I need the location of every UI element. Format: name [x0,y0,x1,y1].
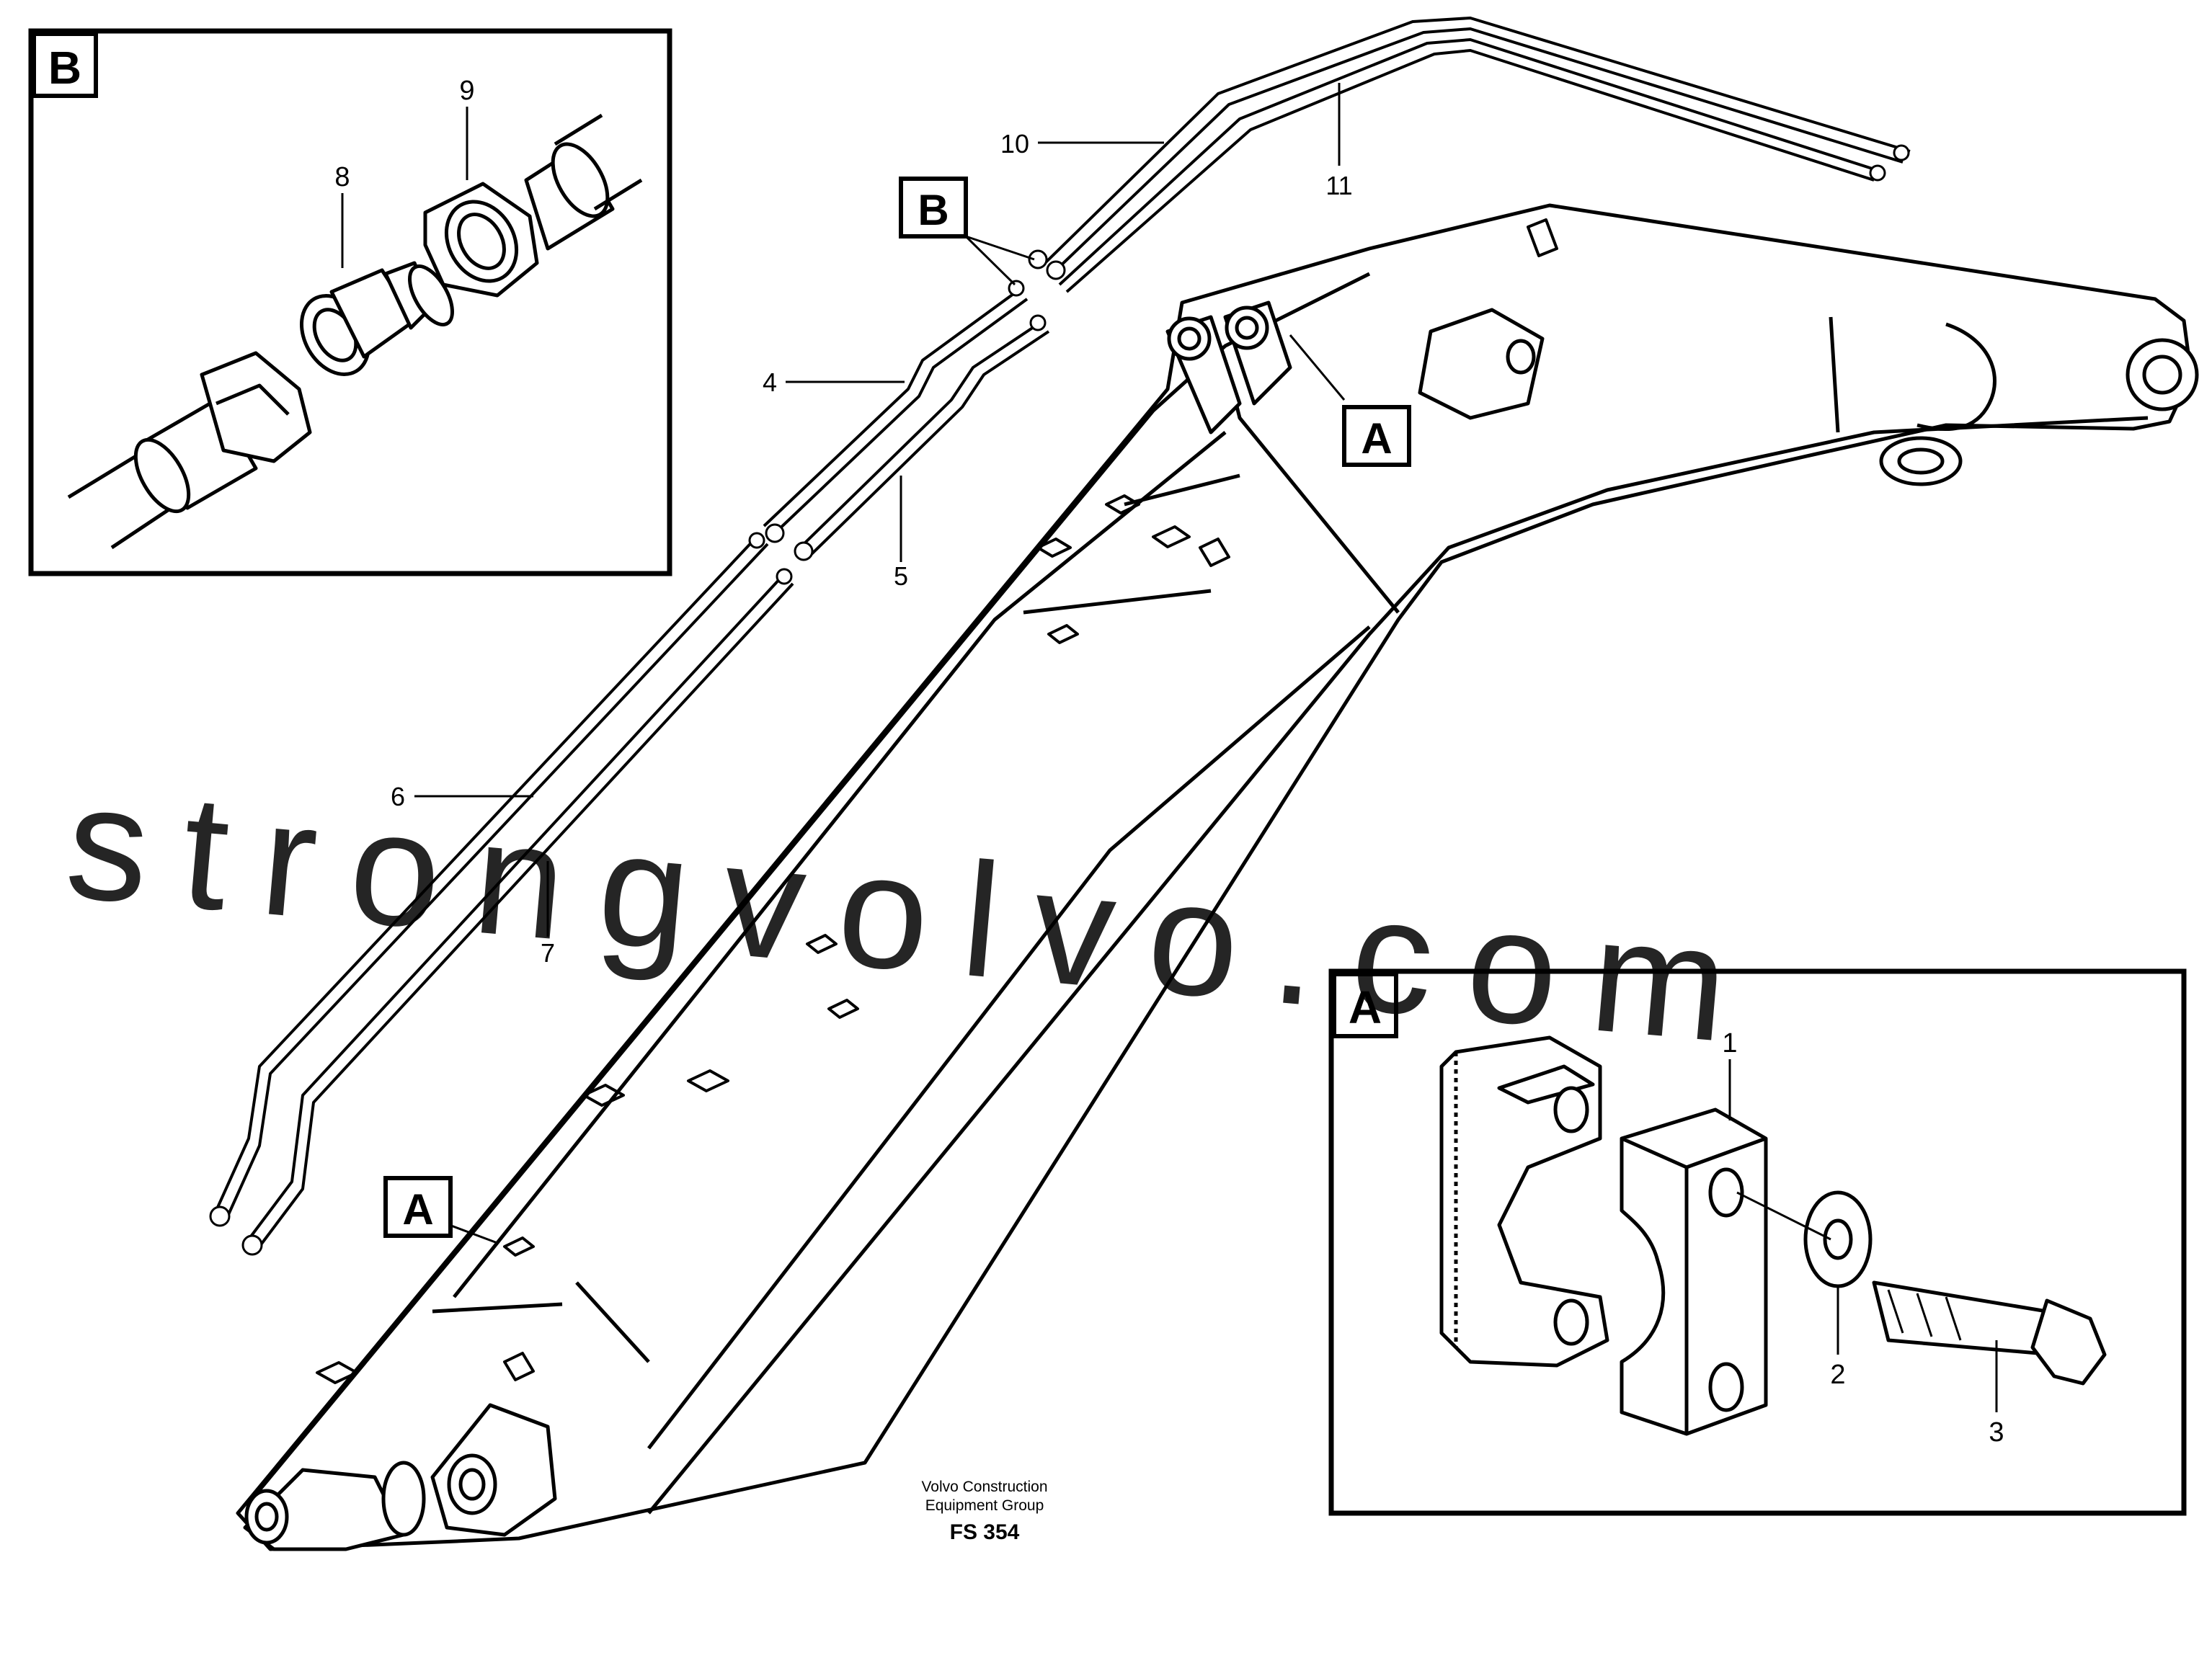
svg-text:A: A [402,1185,433,1234]
footer-line1: Volvo Construction [921,1479,1047,1495]
callout-11: 11 [1325,171,1352,200]
callout-5: 5 [894,561,908,591]
view-tag-b: B [899,177,968,239]
clamp-assembly-drawing [1439,1035,2107,1436]
hydraulic-lines [209,17,1911,1256]
footer-line2: Equipment Group [925,1497,1044,1514]
callout-7: 7 [541,938,555,968]
main-leaders [414,83,1346,1244]
callout-6: 6 [391,782,405,811]
footer-code: FS 354 [950,1520,1020,1544]
view-tag-a-upper: A [1342,405,1411,467]
callout-10: 10 [1000,129,1029,159]
svg-text:A: A [1361,414,1392,463]
svg-text:B: B [918,186,949,234]
callout-4: 4 [763,367,777,397]
hose-fitting-drawing [67,113,643,550]
callout-1: 1 [1722,1028,1737,1058]
callout-9: 9 [459,76,474,106]
callout-2: 2 [1830,1360,1845,1390]
boom-drawing [236,203,2199,1551]
callout-8: 8 [334,162,350,192]
view-tag-a-lower: A [383,1176,453,1238]
inset-b-letter: B [48,42,81,94]
inset-a-leaders [1728,1059,1998,1412]
callout-3: 3 [1989,1417,2004,1448]
inset-a-letter: A [1349,981,1382,1033]
inset-b-leaders [341,107,468,268]
